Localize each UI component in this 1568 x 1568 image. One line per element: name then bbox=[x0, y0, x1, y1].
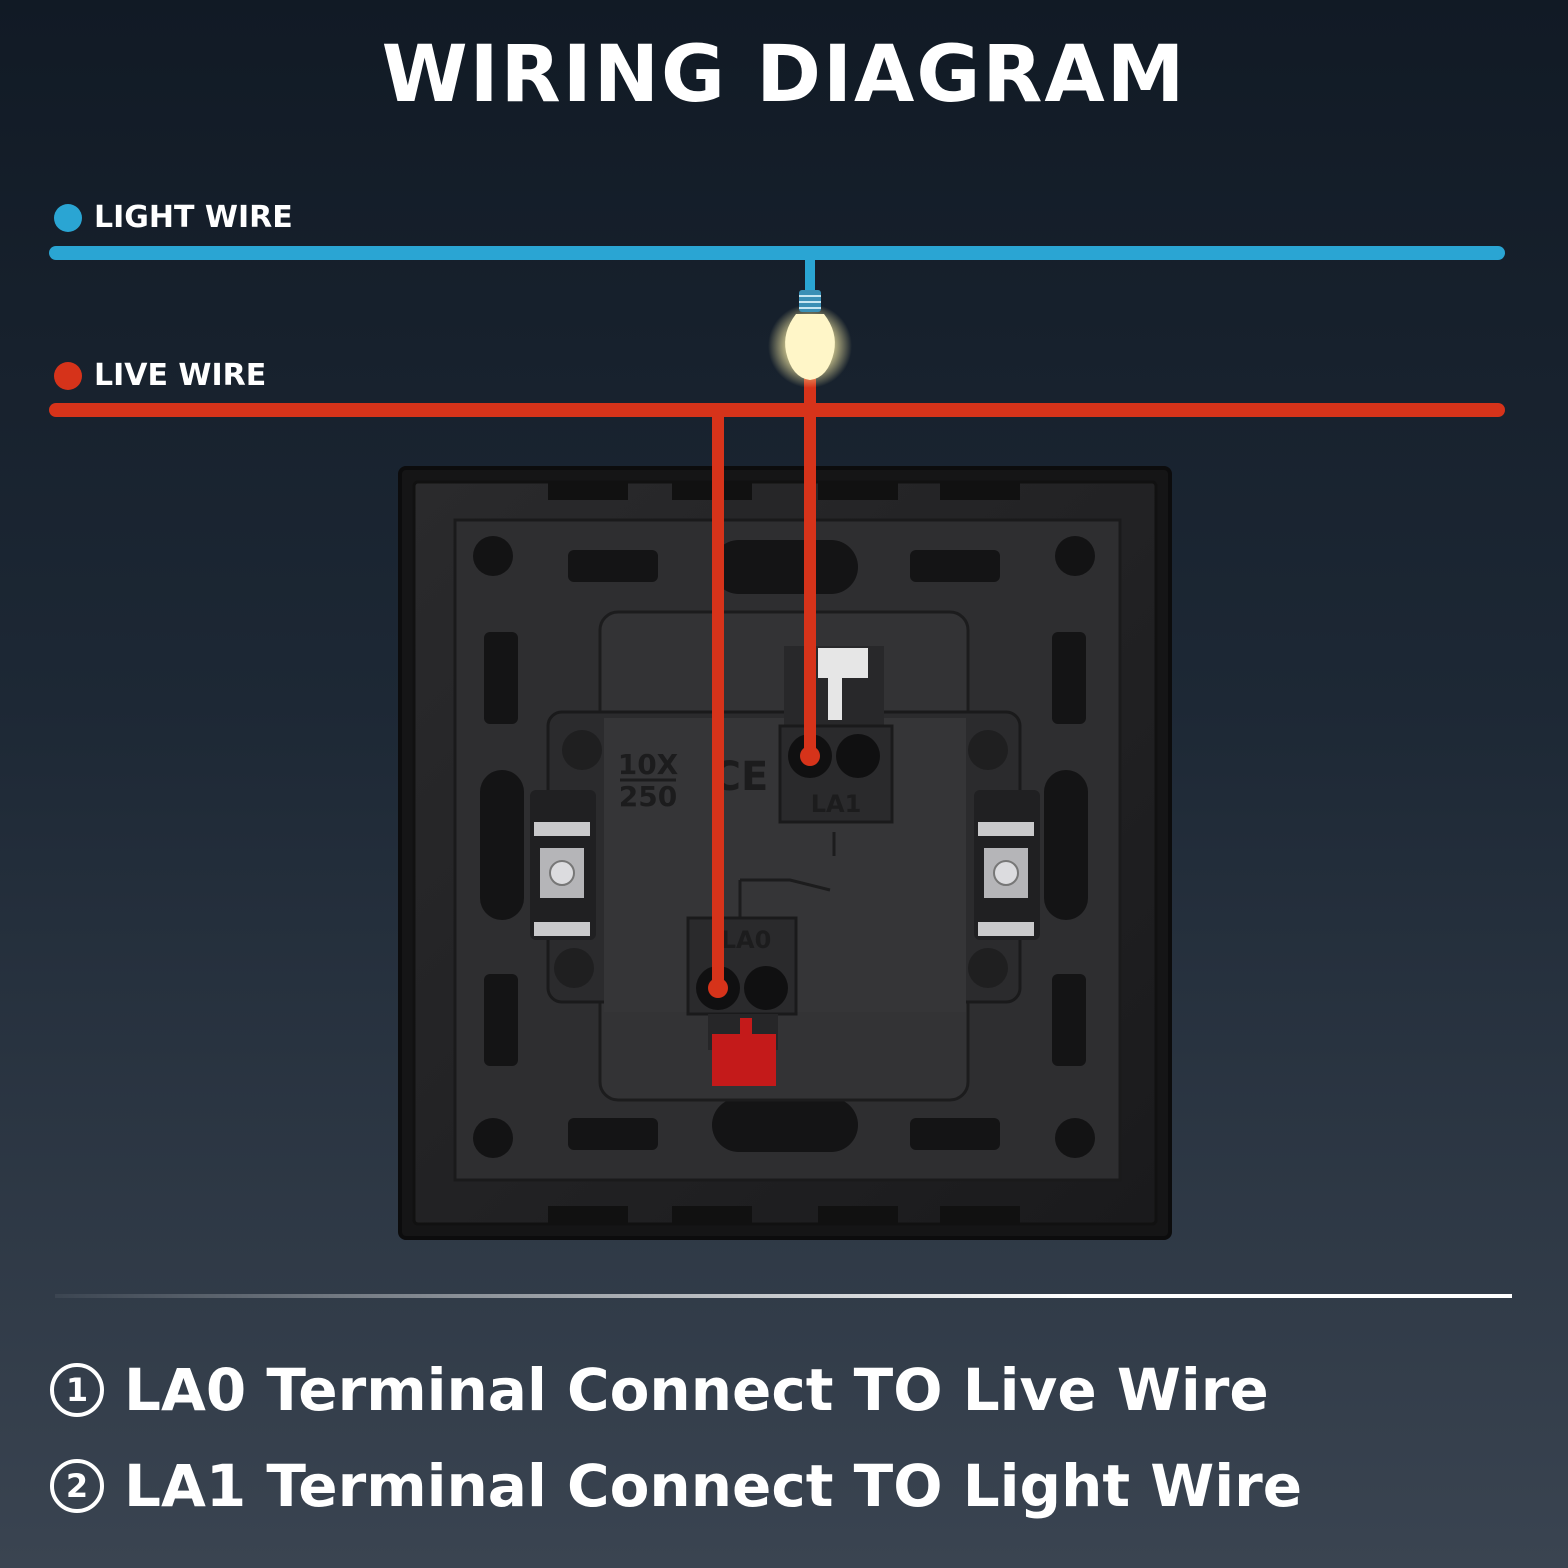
step-2-text: LA1 Terminal Connect TO Light Wire bbox=[124, 1452, 1303, 1520]
rating-top: 10X bbox=[618, 748, 679, 781]
legend-live-label: LIVE WIRE bbox=[94, 358, 267, 393]
rating-bottom: 250 bbox=[619, 780, 677, 813]
terminal-la0-label: LA0 bbox=[721, 926, 772, 954]
instruction-step-1: 1 LA0 Terminal Connect TO Live Wire bbox=[50, 1356, 1269, 1424]
live-wire-dot-icon bbox=[54, 361, 82, 390]
step-1-number: 1 bbox=[50, 1363, 104, 1417]
instruction-step-2: 2 LA1 Terminal Connect TO Light Wire bbox=[50, 1452, 1302, 1520]
terminal-la1: LA1 bbox=[778, 646, 894, 856]
legend-live-wire: LIVE WIRE bbox=[54, 358, 266, 393]
left-screw-terminal bbox=[530, 790, 596, 940]
step-2-number: 2 bbox=[50, 1459, 104, 1513]
light-wire-dot-icon bbox=[54, 203, 82, 232]
section-divider bbox=[55, 1294, 1512, 1298]
la0-connection-dot bbox=[708, 978, 728, 998]
switch-back-plate: 10X 250 CE LA1 LA0 bbox=[398, 466, 1172, 1240]
legend-light-label: LIGHT WIRE bbox=[94, 200, 293, 235]
terminal-la0: LA0 bbox=[686, 916, 798, 1086]
light-bulb-icon bbox=[768, 290, 852, 388]
step-1-text: LA0 Terminal Connect TO Live Wire bbox=[124, 1356, 1269, 1424]
page-title: WIRING DIAGRAM bbox=[381, 30, 1187, 120]
la1-connection-dot bbox=[800, 746, 820, 766]
right-screw-terminal bbox=[974, 790, 1040, 940]
wiring-diagram: 10X 250 CE LA1 LA0 bbox=[49, 246, 1505, 1240]
terminal-la1-label: LA1 bbox=[811, 790, 862, 818]
legend-light-wire: LIGHT WIRE bbox=[54, 200, 293, 235]
